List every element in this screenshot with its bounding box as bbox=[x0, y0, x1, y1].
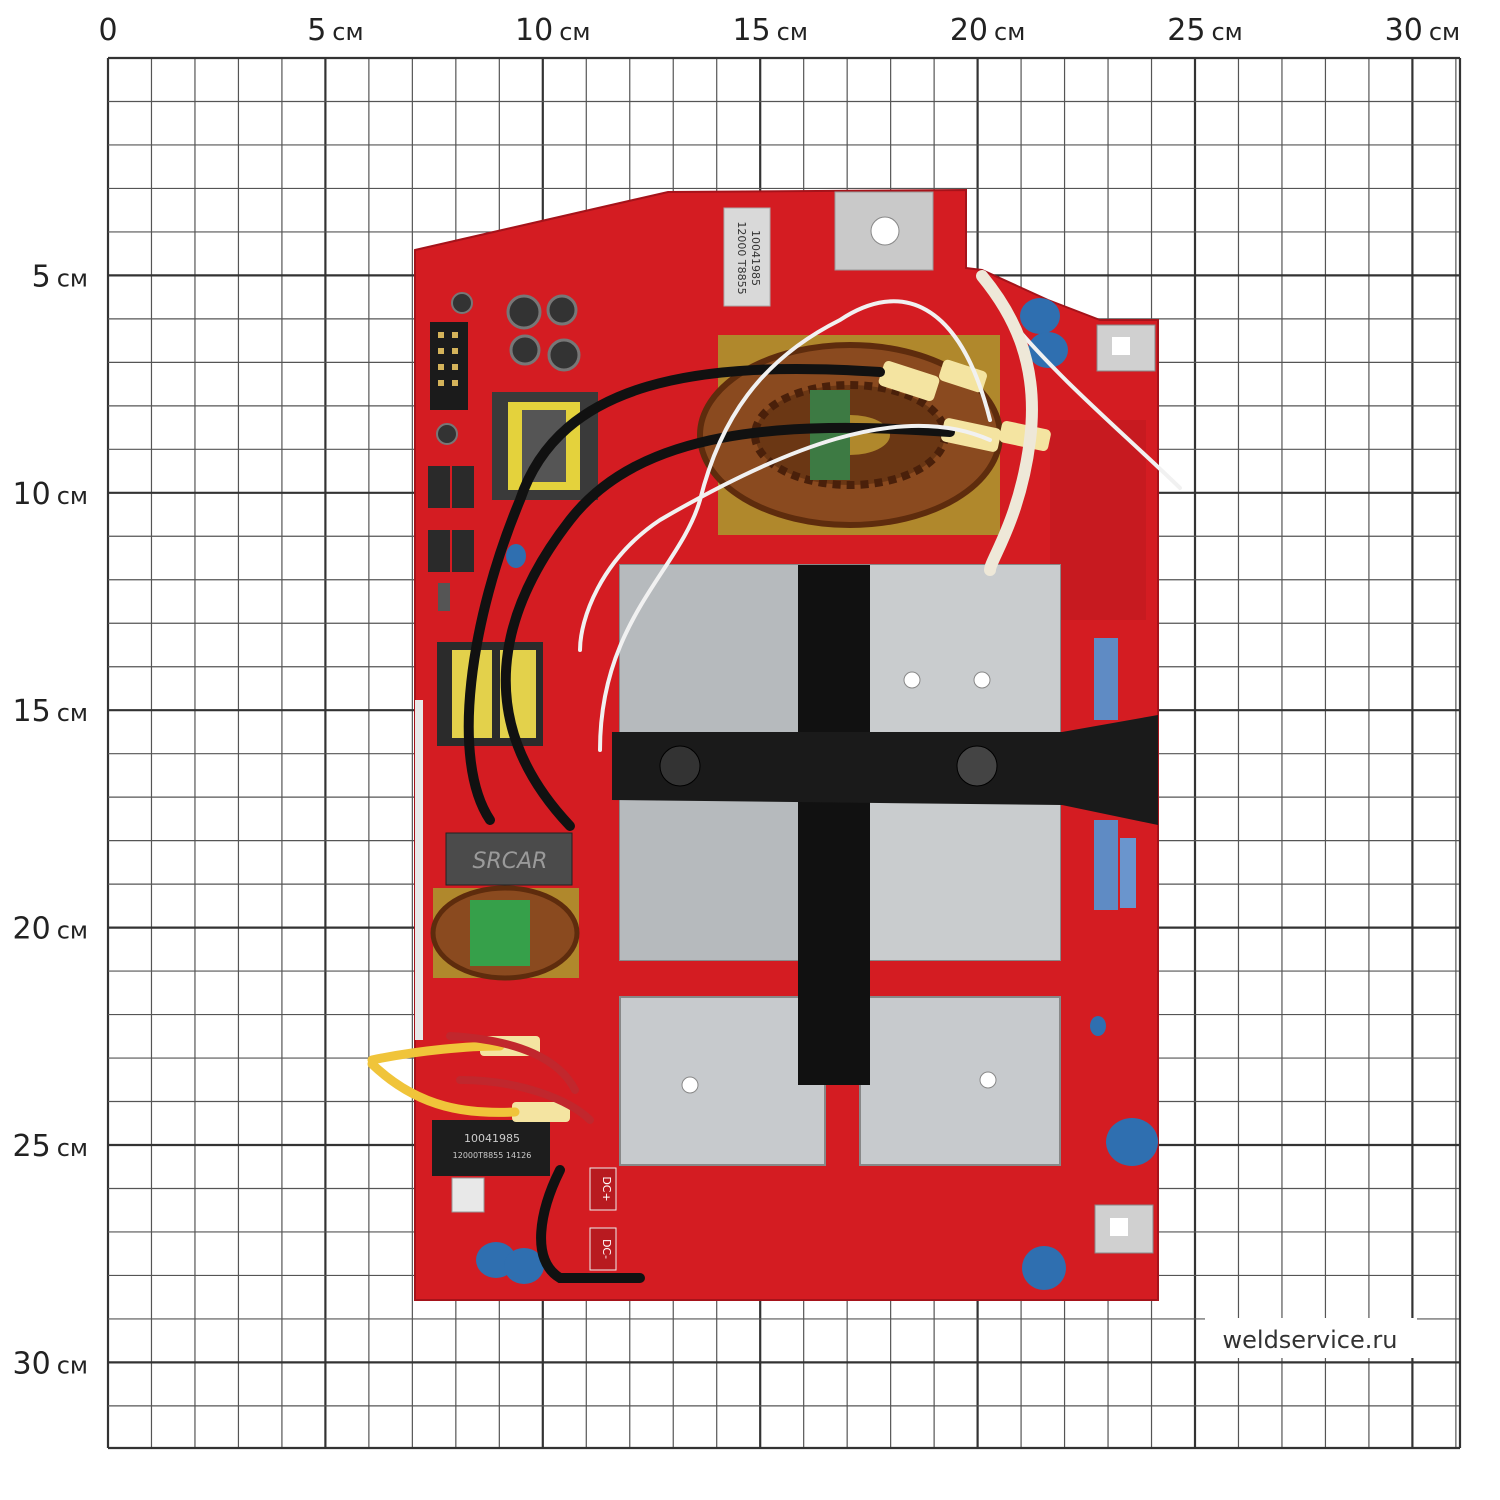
module-label-2: 12000T8855 14126 bbox=[453, 1151, 532, 1160]
capacitors-small bbox=[436, 292, 581, 445]
white-wires bbox=[578, 299, 1182, 752]
insulation-strip bbox=[798, 565, 870, 1085]
pcb-board: 10041985 12000 T8855 bbox=[367, 188, 1182, 1301]
heatsink-lower-right bbox=[859, 996, 1061, 1166]
rectifier-module: 10041985 12000T8855 14126 bbox=[432, 1120, 550, 1176]
choke-brand: SRCAR bbox=[473, 849, 548, 874]
mounting-pad-top bbox=[834, 191, 934, 271]
input-wires bbox=[367, 1032, 594, 1124]
dc-minus-label: DC- bbox=[600, 1239, 613, 1259]
black-cables bbox=[463, 364, 955, 1283]
filter-toroid bbox=[430, 885, 580, 981]
perforated-area bbox=[1050, 420, 1146, 620]
sticker-line-2: 12000 T8855 bbox=[735, 221, 748, 294]
watermark-background bbox=[1205, 1318, 1417, 1358]
white-sleeve-cable bbox=[976, 270, 1038, 576]
watermark: weldservice.ru bbox=[1223, 1326, 1398, 1354]
choke-block: SRCAR bbox=[445, 832, 573, 886]
white-connector bbox=[451, 1177, 485, 1213]
module-label-1: 10041985 bbox=[464, 1132, 520, 1145]
dc-connectors: DC+ DC- bbox=[589, 1167, 617, 1271]
mounting-pad-right-bottom bbox=[1094, 1204, 1154, 1254]
sticker-line-1: 10041985 bbox=[749, 230, 762, 286]
mounting-pad-right-top bbox=[1096, 324, 1156, 372]
x-axis-label: 0 bbox=[98, 13, 117, 48]
clamp-bar bbox=[612, 715, 1158, 825]
disc-capacitors bbox=[476, 298, 1158, 1290]
pin-header bbox=[430, 322, 468, 410]
board-edge-strip bbox=[415, 700, 423, 1040]
dc-plus-label: DC+ bbox=[600, 1176, 613, 1201]
heatsink-lower-left bbox=[619, 996, 826, 1166]
small-transformer-left bbox=[437, 642, 543, 746]
resistors-right bbox=[1094, 638, 1136, 910]
serial-sticker: 10041985 12000 T8855 bbox=[723, 207, 771, 307]
power-transistors-left bbox=[428, 466, 474, 611]
